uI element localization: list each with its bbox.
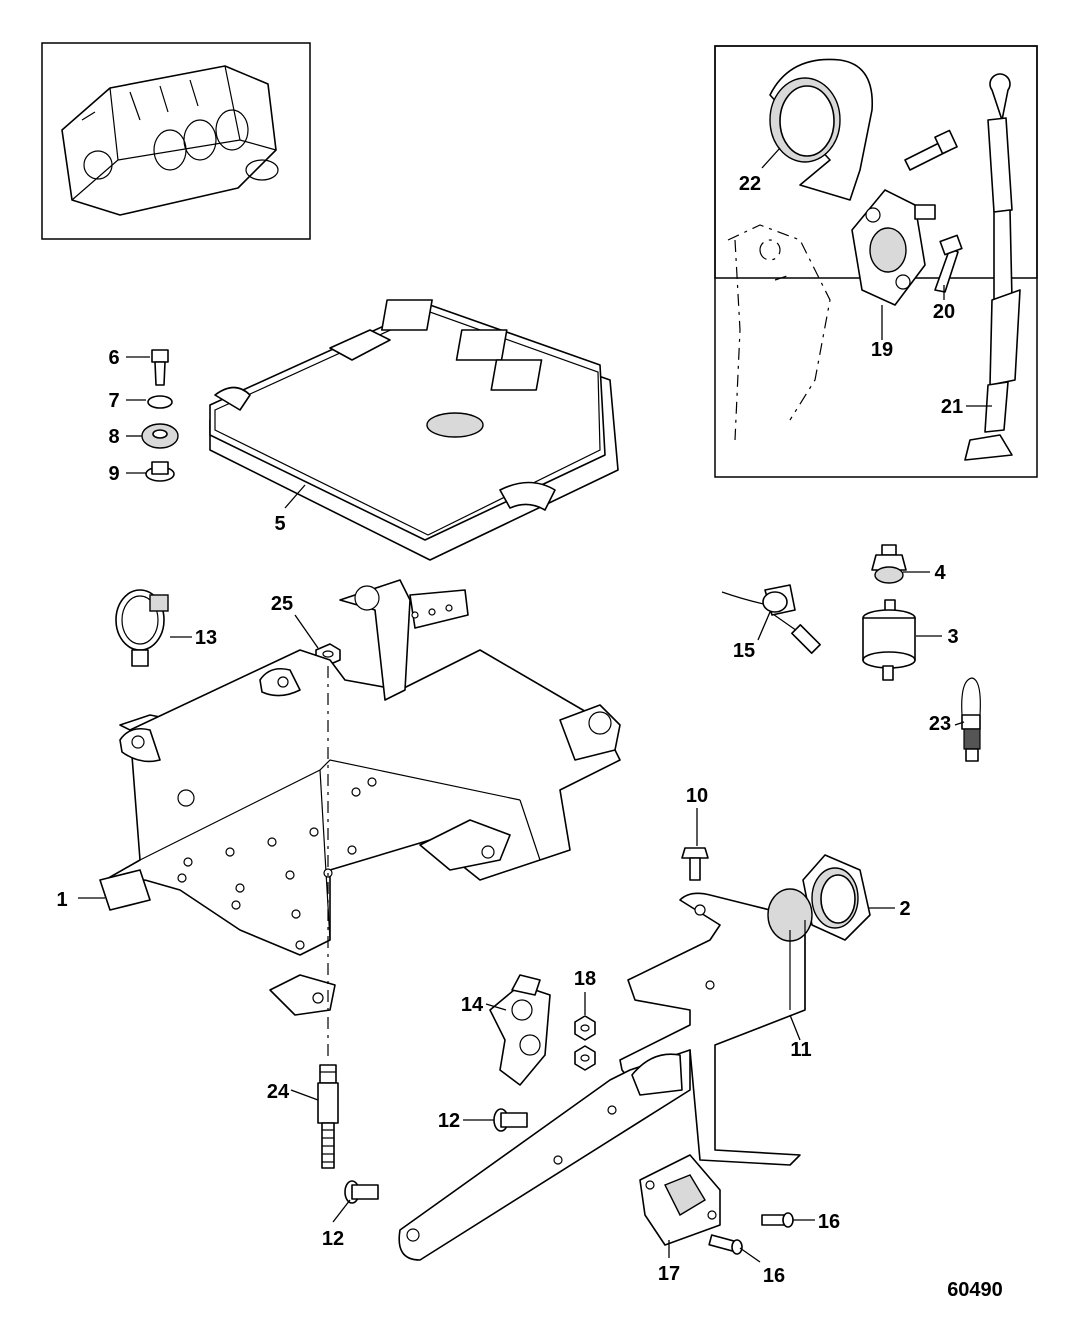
switch-part-17 [639,1154,721,1246]
sensor-bracket-part-11 [398,888,813,1261]
figure-id: 60490 [947,1279,1003,1301]
callout-6: 6 [108,347,119,369]
screw-part-16-upper [761,1212,794,1228]
callout-20: 20 [933,301,955,323]
callout-15: 15 [733,640,755,662]
sensor-part-15 [721,584,821,654]
callout-23: 23 [929,713,951,735]
clamp-part-13 [115,589,169,667]
stud-part-24 [317,1064,339,1169]
callout-13: 13 [195,627,217,649]
callout-22: 22 [739,173,761,195]
callout-11: 11 [790,1039,811,1061]
callout-21: 21 [941,396,963,418]
callout-7: 7 [108,390,119,412]
callout-18: 18 [574,968,596,990]
callout-labels: 1 2 3 4 5 6 7 8 9 10 11 12 12 13 14 15 1… [56,173,1002,1301]
callout-25: 25 [271,593,293,615]
bolt-part-20 [904,129,963,293]
leader-lines [78,147,992,1263]
callout-19: 19 [871,339,893,361]
callout-3: 3 [947,626,958,648]
connector-part-14 [489,974,551,1086]
callout-8: 8 [108,426,119,448]
callout-24: 24 [267,1081,290,1103]
callout-17: 17 [658,1263,680,1285]
bolt-part-12-upper [493,1108,528,1132]
nut-part-18 [574,1015,596,1071]
callout-16-lower: 16 [763,1265,785,1287]
callout-14: 14 [461,994,484,1016]
callout-16-upper: 16 [818,1211,840,1233]
engine-block-icon [61,65,279,216]
ecm-module-part-5 [209,299,619,561]
callout-12-lower: 12 [322,1228,344,1250]
wire-part-21 [964,73,1021,461]
callout-4: 4 [934,562,946,584]
screw-part-16-lower [708,1234,743,1255]
callout-2: 2 [899,898,910,920]
bolt-part-12-lower [344,1180,379,1204]
sender-part-3 [862,599,916,681]
bolt-part-6 [151,349,169,386]
mounting-bracket-part-1 [99,579,621,1016]
engine-block-inset [41,42,311,240]
callout-10: 10 [686,785,708,807]
jumper-part-23 [961,677,981,762]
grommet-part-8 [141,423,179,449]
callout-5: 5 [274,513,285,535]
sender-part-4 [871,544,907,584]
sensor-part-19 [851,189,936,306]
bolt-part-10 [681,847,709,881]
callout-1: 1 [56,889,67,911]
washer-part-7 [147,395,173,409]
nut-part-2 [802,854,871,941]
callout-12-upper: 12 [438,1110,460,1132]
callout-9: 9 [108,463,119,485]
inset-border [714,45,1038,478]
spacer-part-9 [145,461,175,482]
inset-bracket-outline [727,224,831,441]
sleeve-part-22 [769,58,873,201]
